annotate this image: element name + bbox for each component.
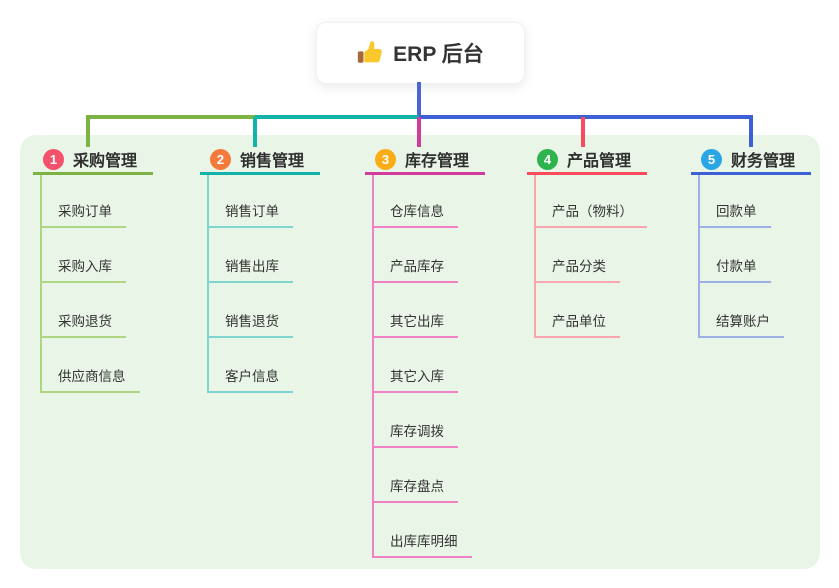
mindmap-item[interactable]: 采购订单 xyxy=(42,175,153,228)
mindmap-item[interactable]: 产品（物料） xyxy=(536,175,647,228)
mindmap-item[interactable]: 产品分类 xyxy=(536,228,647,283)
thumbs-up-icon xyxy=(357,40,383,66)
mindmap-item[interactable]: 销售出库 xyxy=(209,228,320,283)
mindmap-item[interactable]: 销售订单 xyxy=(209,175,320,228)
mindmap-item[interactable]: 其它入库 xyxy=(374,338,485,393)
branch-number-badge: 4 xyxy=(537,148,558,170)
mindmap-item-label: 产品库存 xyxy=(374,255,458,283)
mindmap-item[interactable]: 产品单位 xyxy=(536,283,647,338)
mindmap-item-label: 供应商信息 xyxy=(42,365,140,393)
root-node[interactable]: ERP 后台 xyxy=(316,22,525,84)
mindmap-item-label: 采购入库 xyxy=(42,255,126,283)
bus-connector xyxy=(255,115,421,119)
mindmap-item[interactable]: 结算账户 xyxy=(700,283,811,338)
mindmap-item[interactable]: 仓库信息 xyxy=(374,175,485,228)
branch-number-badge: 1 xyxy=(43,148,64,170)
mindmap-item[interactable]: 其它出库 xyxy=(374,283,485,338)
mindmap-item-label: 销售出库 xyxy=(209,255,293,283)
mindmap-item[interactable]: 销售退货 xyxy=(209,283,320,338)
branch-items: 产品（物料） 产品分类 产品单位 xyxy=(534,175,647,338)
branch-label: 销售管理 xyxy=(240,153,305,170)
branches-panel xyxy=(20,135,820,569)
branch-label: 库存管理 xyxy=(405,153,470,170)
branch-number-badge: 3 xyxy=(375,148,396,170)
bus-connector xyxy=(419,115,753,119)
mindmap-item-label: 客户信息 xyxy=(209,365,293,393)
branch: 4 产品管理 产品（物料） 产品分类 产品单位 xyxy=(527,135,647,338)
mindmap-item-label: 销售退货 xyxy=(209,310,293,338)
mindmap-item-label: 出库库明细 xyxy=(374,530,472,558)
mindmap-item-label: 付款单 xyxy=(700,255,771,283)
branch-label: 财务管理 xyxy=(731,153,796,170)
branch-drop-connector xyxy=(581,117,585,147)
mindmap-item[interactable]: 库存调拨 xyxy=(374,393,485,448)
mindmap-item[interactable]: 供应商信息 xyxy=(42,338,153,393)
mindmap-item[interactable]: 出库库明细 xyxy=(374,503,485,558)
mindmap-item-label: 库存盘点 xyxy=(374,475,458,503)
branch-items: 仓库信息 产品库存 其它出库 其它入库 库存调拨 库存盘点 出库库明细 xyxy=(372,175,485,558)
branch-items: 回款单 付款单 结算账户 xyxy=(698,175,811,338)
branch-header[interactable]: 5 财务管理 xyxy=(691,135,811,175)
mindmap-item[interactable]: 客户信息 xyxy=(209,338,320,393)
mindmap-item[interactable]: 回款单 xyxy=(700,175,811,228)
branch-items: 采购订单 采购入库 采购退货 供应商信息 xyxy=(40,175,153,393)
branch-number-badge: 2 xyxy=(210,148,231,170)
branch-drop-connector xyxy=(86,117,90,147)
mindmap-item[interactable]: 产品库存 xyxy=(374,228,485,283)
branch-label: 采购管理 xyxy=(73,153,138,170)
root-title: ERP 后台 xyxy=(393,43,484,66)
mindmap-item-label: 结算账户 xyxy=(700,310,784,338)
branch-drop-connector xyxy=(417,117,421,147)
branch-drop-connector xyxy=(253,117,257,147)
branch: 1 采购管理 采购订单 采购入库 采购退货 供应商信息 xyxy=(33,135,153,393)
branch-header[interactable]: 2 销售管理 xyxy=(200,135,320,175)
branch: 3 库存管理 仓库信息 产品库存 其它出库 其它入库 库存调拨 库存盘点 出库库… xyxy=(365,135,485,558)
root-stem-connector xyxy=(417,82,421,116)
branch-header[interactable]: 4 产品管理 xyxy=(527,135,647,175)
mindmap-item[interactable]: 库存盘点 xyxy=(374,448,485,503)
mindmap-item-label: 采购订单 xyxy=(42,200,126,228)
branch: 5 财务管理 回款单 付款单 结算账户 xyxy=(691,135,811,338)
branch-number-badge: 5 xyxy=(701,148,722,170)
mindmap-item[interactable]: 采购入库 xyxy=(42,228,153,283)
mindmap-item[interactable]: 采购退货 xyxy=(42,283,153,338)
mindmap-item-label: 其它入库 xyxy=(374,365,458,393)
mindmap-item-label: 回款单 xyxy=(700,200,771,228)
branch-items: 销售订单 销售出库 销售退货 客户信息 xyxy=(207,175,320,393)
branch: 2 销售管理 销售订单 销售出库 销售退货 客户信息 xyxy=(200,135,320,393)
mindmap-item-label: 产品（物料） xyxy=(536,200,647,228)
branch-drop-connector xyxy=(749,117,753,147)
branch-header[interactable]: 1 采购管理 xyxy=(33,135,153,175)
mindmap-item-label: 库存调拨 xyxy=(374,420,458,448)
bus-connector xyxy=(86,115,257,119)
mindmap-item-label: 销售订单 xyxy=(209,200,293,228)
mindmap-item-label: 仓库信息 xyxy=(374,200,458,228)
mindmap-item-label: 产品分类 xyxy=(536,255,620,283)
branch-header[interactable]: 3 库存管理 xyxy=(365,135,485,175)
mindmap-item[interactable]: 付款单 xyxy=(700,228,811,283)
branch-label: 产品管理 xyxy=(567,153,632,170)
mindmap-item-label: 产品单位 xyxy=(536,310,620,338)
mindmap-item-label: 其它出库 xyxy=(374,310,458,338)
mindmap-item-label: 采购退货 xyxy=(42,310,126,338)
